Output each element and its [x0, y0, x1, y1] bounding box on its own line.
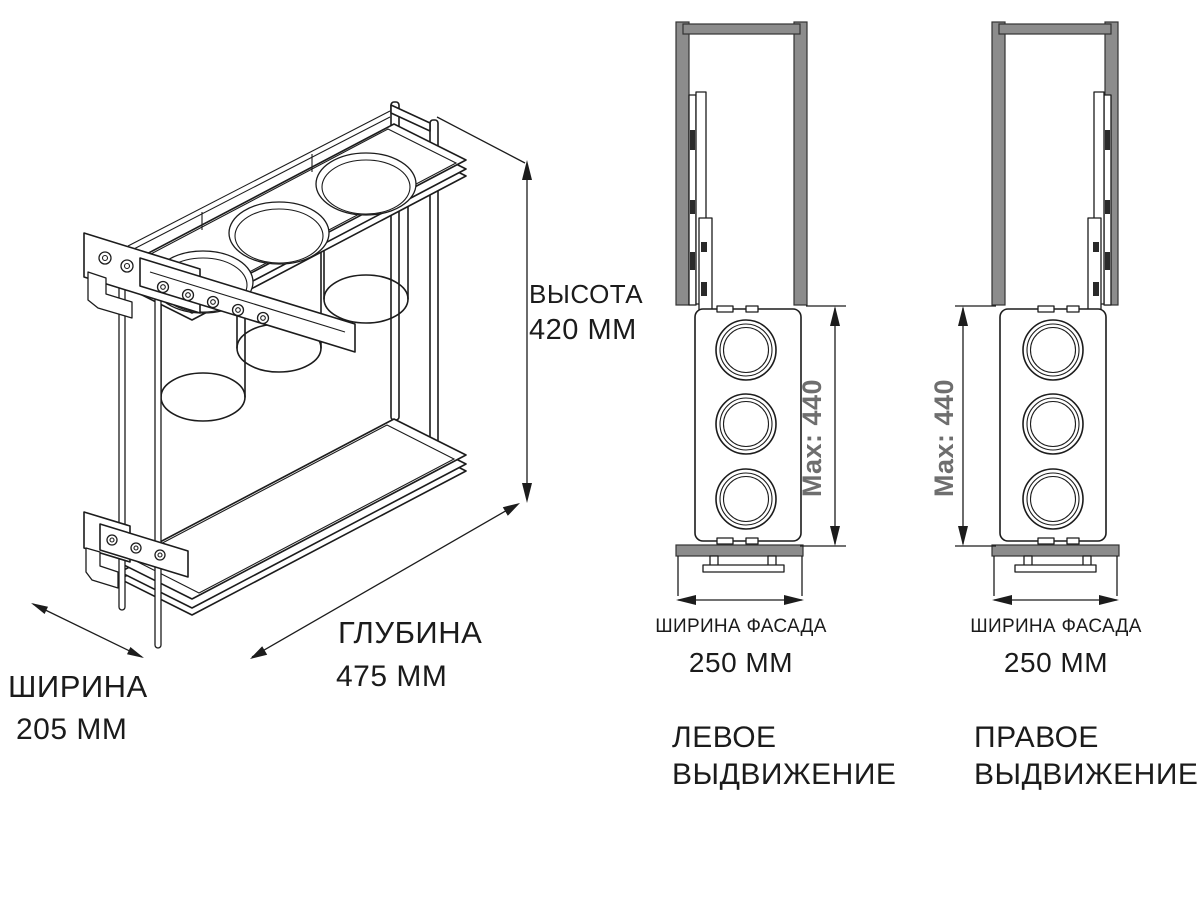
right-extension-title-line1: ПРАВОЕ — [974, 721, 1099, 754]
top-tray — [119, 110, 467, 321]
bottom-tray — [119, 418, 467, 616]
width-dimension-label: ШИРИНА — [8, 669, 148, 704]
drawing-canvas — [31, 21, 1120, 659]
left-extension-title-line2: ВЫДВИЖЕНИЕ — [672, 758, 897, 791]
facade-width-label-right-view: ШИРИНА ФАСАДА — [970, 616, 1142, 637]
lower-slide-bracket — [83, 511, 189, 589]
left-extension-diagram — [675, 21, 846, 605]
drawer-top-view-right — [999, 305, 1107, 545]
max-depth-label-right-view: Max: 440 — [929, 378, 959, 498]
right-extension-title-line2: ВЫДВИЖЕНИЕ — [974, 758, 1199, 791]
right-extension-title: ПРАВОЕ ВЫДВИЖЕНИЕ — [974, 719, 1198, 793]
facade-right-view — [991, 544, 1120, 573]
isometric-drawing — [31, 101, 532, 659]
slide-rail-right-view — [1087, 91, 1112, 312]
facade-left-view — [675, 544, 804, 573]
dimensions-left-view — [676, 305, 846, 605]
upper-slide-bracket — [83, 232, 356, 353]
depth-dimension-label: ГЛУБИНА — [338, 615, 483, 650]
iso-dimension-lines — [31, 116, 532, 659]
facade-width-value-left-view: 250 ММ — [688, 647, 794, 678]
left-extension-title: ЛЕВОЕ ВЫДВИЖЕНИЕ — [672, 719, 896, 793]
height-dimension-value: 420 ММ — [529, 314, 637, 346]
left-extension-title-line1: ЛЕВОЕ — [672, 721, 777, 754]
cabinet-walls-left-view — [675, 21, 808, 306]
depth-dimension-value: 475 ММ — [336, 660, 448, 693]
slide-rail-left-view — [688, 91, 713, 312]
front-rods — [118, 267, 162, 649]
right-extension-diagram — [955, 21, 1120, 605]
dimensions-right-view — [955, 305, 1119, 605]
width-dimension-value: 205 ММ — [16, 713, 128, 746]
height-dimension-label: ВЫСОТА — [529, 279, 644, 309]
facade-width-label-left-view: ШИРИНА ФАСАДА — [655, 616, 827, 637]
max-depth-label-left-view: Max: 440 — [797, 378, 827, 498]
drawer-top-view-left — [694, 305, 802, 545]
facade-width-value-right-view: 250 ММ — [1003, 647, 1109, 678]
